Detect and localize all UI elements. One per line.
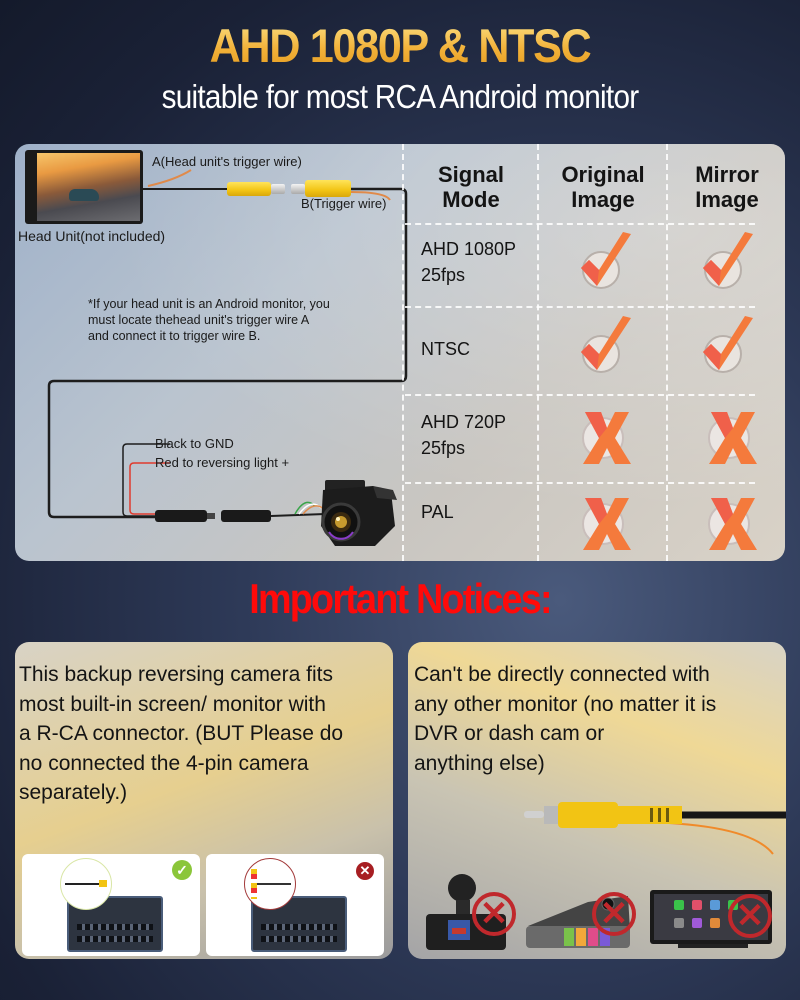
mode-line: AHD 720P — [421, 412, 507, 432]
header-line: Image — [571, 187, 635, 212]
header-mirror-image: Mirror Image — [668, 162, 785, 212]
notice-line: any other monitor (no matter it is — [414, 692, 717, 716]
black-wire-label: Black to GND — [155, 436, 234, 451]
note-line: and connect it to trigger wire B. — [88, 329, 261, 343]
android-note: *If your head unit is an Android monitor… — [88, 296, 330, 344]
row-pal-label: PAL — [421, 499, 454, 525]
multi-cable-zoom — [244, 858, 296, 910]
header-original-image: Original Image — [539, 162, 667, 212]
check-icon — [581, 232, 631, 289]
rca-bundle-icon — [251, 869, 257, 899]
table-divider — [405, 223, 755, 225]
notice-text: Can't be directly connected with any oth… — [414, 660, 716, 778]
check-badge-icon: ✓ — [172, 860, 192, 880]
mode-line: AHD 1080P — [421, 239, 517, 259]
cross-circle-icon: ✕ — [472, 892, 516, 936]
cable-icon — [65, 883, 101, 885]
cross-badge-icon: ✕ — [356, 862, 374, 880]
wrong-connection-thumbnail: ✕ — [206, 854, 384, 956]
mode-line: 25fps — [421, 265, 466, 285]
notices-heading: Important Notices: — [249, 575, 552, 622]
notice-line: anything else) — [414, 751, 545, 775]
rca-connector-male — [305, 180, 351, 197]
table-divider — [405, 306, 755, 308]
notice-card-rca-fit: This backup reversing camera fits most b… — [15, 642, 393, 959]
stereo-pins — [77, 936, 153, 942]
note-line: *If your head unit is an Android monitor… — [88, 297, 330, 311]
row-ntsc-label: NTSC — [421, 336, 470, 362]
check-icon — [703, 232, 753, 289]
header-line: Original — [561, 162, 645, 187]
header-line: Mode — [442, 187, 500, 212]
row-ahd1080p-label: AHD 1080P 25fps — [421, 236, 516, 288]
stereo-back-image — [251, 896, 347, 952]
note-line: must locate thehead unit's trigger wire … — [88, 313, 310, 327]
rca-cable-image — [524, 802, 786, 855]
notice-line: no connected the 4-pin camera — [19, 751, 309, 775]
table-divider — [405, 482, 755, 484]
row-ahd720p-label: AHD 720P 25fps — [421, 409, 506, 461]
table-divider — [405, 394, 755, 396]
header-line: Signal — [437, 162, 504, 187]
stereo-pins — [261, 936, 337, 942]
notice-line: a R-CA connector. (BUT Please do — [19, 722, 344, 745]
backup-camera-image — [321, 480, 397, 546]
red-wire-label: Red to reversing light + — [155, 455, 290, 470]
notice-text: This backup reversing camera fits most b… — [19, 660, 343, 808]
head-unit-screen — [37, 153, 140, 221]
cross-icon — [708, 498, 757, 550]
correct-connection-thumbnail: ✓ — [22, 854, 200, 956]
table-divider — [537, 144, 539, 561]
page-title: AHD 1080P & NTSC — [32, 18, 768, 73]
cross-icon — [708, 412, 757, 464]
cross-icon — [582, 498, 631, 550]
rca-connector-tip — [291, 184, 305, 194]
page-subtitle: suitable for most RCA Android monitor — [161, 78, 640, 115]
panel-glow — [15, 144, 785, 561]
notice-line: separately.) — [19, 781, 128, 804]
notice-line: DVR or dash cam or — [414, 722, 605, 745]
check-icon — [581, 316, 631, 373]
table-divider — [666, 144, 668, 561]
notice-line: This backup reversing camera fits — [19, 663, 333, 686]
mode-line: 25fps — [421, 438, 466, 458]
stereo-pins — [261, 924, 337, 930]
check-icon — [703, 316, 753, 373]
head-unit-image — [25, 150, 143, 224]
cross-icon — [582, 412, 631, 464]
rca-connector-tip — [271, 184, 285, 194]
cross-circle-icon: ✕ — [728, 894, 772, 938]
cross-circle-icon: ✕ — [592, 892, 636, 936]
mode-line: PAL — [421, 502, 454, 522]
car-icon — [69, 189, 99, 201]
rca-cable-zoom — [60, 858, 112, 910]
notice-line: Can't be directly connected with — [414, 663, 710, 686]
stereo-back-image — [67, 896, 163, 952]
rca-plug-icon — [99, 880, 107, 887]
stereo-pins — [77, 924, 153, 930]
notice-card-no-other-monitor: Can't be directly connected with any oth… — [408, 642, 786, 959]
header-line: Mirror — [695, 162, 759, 187]
header-signal-mode: Signal Mode — [405, 162, 537, 212]
notice-line: most built-in screen/ monitor with — [19, 692, 326, 716]
cable-icon — [257, 883, 291, 885]
rca-connector-female — [227, 182, 271, 196]
wiring-diagram — [47, 169, 408, 522]
head-unit-label: Head Unit(not included) — [18, 228, 166, 244]
header-line: Image — [695, 187, 759, 212]
mode-line: NTSC — [421, 339, 470, 359]
table-divider — [402, 144, 404, 561]
wire-a-label: A(Head unit's trigger wire) — [152, 154, 302, 169]
wire-b-label: B(Trigger wire) — [301, 196, 387, 211]
wiring-compat-panel: Head Unit(not included) A(Head unit's tr… — [15, 144, 785, 561]
